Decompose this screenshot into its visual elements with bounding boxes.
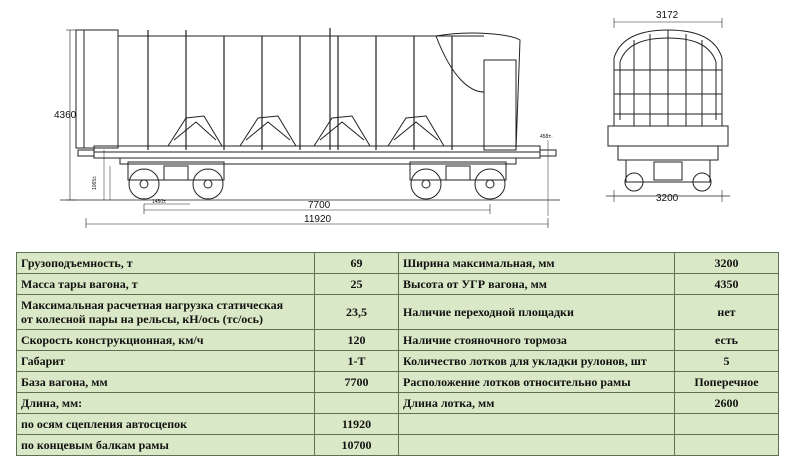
spec-label: Длина, мм:: [16, 392, 315, 414]
spec-label: Высота от УГР вагона, мм: [398, 273, 675, 295]
spec-label: Скорость конструкционная, км/ч: [16, 329, 315, 351]
spec-label: Максимальная расчетная нагрузка статичес…: [16, 294, 315, 330]
dim-side-length: 11920: [304, 214, 332, 225]
dim-side-base: 7700: [308, 200, 331, 211]
spec-label: Количество лотков для укладки рулонов, ш…: [398, 350, 675, 372]
spec-value: 5: [674, 350, 779, 372]
spec-value: 120: [314, 329, 399, 351]
left-bogie: [127, 161, 225, 200]
dim-small-left2: 1450±: [152, 199, 166, 205]
spec-value: есть: [674, 329, 779, 351]
spec-label: Наличие переходной площадки: [398, 294, 675, 330]
spec-value: 3200: [674, 252, 779, 274]
spec-value: 69: [314, 252, 399, 274]
spec-value: Поперечное: [674, 371, 779, 393]
spec-label: Габарит: [16, 350, 315, 372]
spec-label: База вагона, мм: [16, 371, 315, 393]
spec-label: Расположение лотков относительно рамы: [398, 371, 675, 393]
spec-value: 23,5: [314, 294, 399, 330]
table-row: Максимальная расчетная нагрузка статичес…: [16, 294, 779, 330]
spec-label: [398, 413, 675, 435]
table-row: Длина, мм: Длина лотка, мм 2600: [16, 392, 779, 414]
spec-value: 10700: [314, 434, 399, 456]
spec-value: 2600: [674, 392, 779, 414]
dim-small-right: 458±·: [540, 134, 553, 140]
table-row: Масса тары вагона, т 25 Высота от УГР ва…: [16, 273, 779, 295]
left-coupler: [77, 149, 95, 157]
spec-value: 4350: [674, 273, 779, 295]
right-bogie: [409, 161, 507, 200]
dim-small-left: 1065±: [92, 176, 98, 190]
spec-label: по осям сцепления автосцепок: [16, 413, 315, 435]
spec-value: [674, 413, 779, 435]
right-hood: [435, 32, 521, 151]
spec-label: по концевым балкам рамы: [16, 434, 315, 456]
dim-end-top-width: 3172: [656, 10, 679, 21]
side-stanchions: [147, 28, 453, 150]
right-end-wall: [483, 59, 517, 151]
table-row: по концевым балкам рамы 10700: [16, 434, 779, 456]
spec-label: [398, 434, 675, 456]
table-row: по осям сцепления автосцепок 11920: [16, 413, 779, 435]
roll-cradles: [167, 115, 445, 147]
left-end-wall: [75, 29, 119, 149]
spec-value: нет: [674, 294, 779, 330]
specs-table: Грузоподъемность, т 69 Ширина максимальн…: [16, 252, 779, 456]
dim-end-bottom-width: 3200: [656, 193, 679, 204]
spec-label: Длина лотка, мм: [398, 392, 675, 414]
spec-value: 1-Т: [314, 350, 399, 372]
spec-value: 11920: [314, 413, 399, 435]
spec-value: [314, 392, 399, 414]
spec-label: Ширина максимальная, мм: [398, 252, 675, 274]
spec-label-line2: от колесной пары на рельсы, кН/ось (тс/о…: [21, 312, 263, 326]
table-row: Скорость конструкционная, км/ч 120 Налич…: [16, 329, 779, 351]
end-view: [606, 18, 730, 202]
spec-value: [674, 434, 779, 456]
technical-drawing-svg: 4360 7700 11920 3172 3200 1065± 1450± 45…: [54, 10, 730, 228]
wagon-drawing: 4360 7700 11920 3172 3200 1065± 1450± 45…: [54, 10, 730, 228]
table-row: Грузоподъемность, т 69 Ширина максимальн…: [16, 252, 779, 274]
spec-label-line1: Максимальная расчетная нагрузка статичес…: [21, 298, 284, 312]
dim-side-height: 4360: [54, 110, 77, 121]
spec-label: Наличие стояночного тормоза: [398, 329, 675, 351]
spec-label: Грузоподъемность, т: [16, 252, 315, 274]
spec-value: 25: [314, 273, 399, 295]
spec-label: Масса тары вагона, т: [16, 273, 315, 295]
table-row: Габарит 1-Т Количество лотков для укладк…: [16, 350, 779, 372]
spec-value: 7700: [314, 371, 399, 393]
table-row: База вагона, мм 7700 Расположение лотков…: [16, 371, 779, 393]
